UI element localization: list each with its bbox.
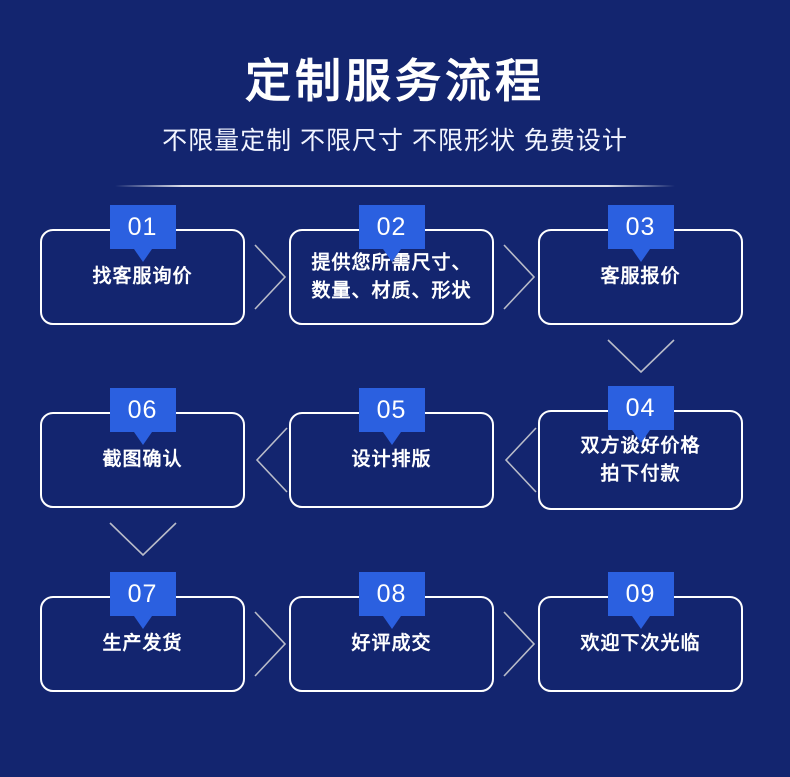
step-label-09: 欢迎下次光临 <box>580 633 701 655</box>
step-box-07[interactable]: 07 生产发货 <box>40 572 245 692</box>
step-box-01[interactable]: 01 找客服询价 <box>40 205 245 325</box>
step-label-02: 提供您所需尺寸、 数量、材质、形状 <box>311 252 472 301</box>
step-box-02[interactable]: 02 提供您所需尺寸、 数量、材质、形状 <box>289 205 494 325</box>
step-label-06: 截图确认 <box>102 449 183 471</box>
chevron-left-icon-05-06 <box>253 426 289 494</box>
step-box-09[interactable]: 09 欢迎下次光临 <box>538 572 743 692</box>
step-box-05[interactable]: 05 设计排版 <box>289 388 494 508</box>
step-label-07: 生产发货 <box>102 633 183 655</box>
header: 定制服务流程 不限量定制 不限尺寸 不限形状 免费设计 <box>0 0 790 157</box>
step-badge-07: 07 <box>109 572 176 616</box>
chevron-right-icon-01-02 <box>253 243 289 311</box>
page-subtitle: 不限量定制 不限尺寸 不限形状 免费设计 <box>162 127 628 156</box>
chevron-right-icon-08-09 <box>502 610 538 678</box>
chevron-down-icon-03-04 <box>606 338 676 376</box>
step-label-05: 设计排版 <box>351 449 432 471</box>
step-badge-05: 05 <box>358 388 425 432</box>
step-label-08: 好评成交 <box>351 633 432 655</box>
step-badge-09: 09 <box>607 572 674 616</box>
step-badge-03: 03 <box>607 205 674 249</box>
step-badge-06: 06 <box>109 388 176 432</box>
step-label-01: 找客服询价 <box>92 266 193 288</box>
header-divider <box>115 185 675 187</box>
page-title: 定制服务流程 <box>245 55 545 107</box>
step-badge-01: 01 <box>109 205 176 249</box>
step-box-03[interactable]: 03 客服报价 <box>538 205 743 325</box>
step-badge-04: 04 <box>607 386 674 430</box>
chevron-down-icon-06-07 <box>108 521 178 559</box>
chevron-right-icon-07-08 <box>253 610 289 678</box>
chevron-right-icon-02-03 <box>502 243 538 311</box>
step-box-08[interactable]: 08 好评成交 <box>289 572 494 692</box>
step-box-04[interactable]: 04 双方谈好价格 拍下付款 <box>538 386 743 510</box>
step-badge-08: 08 <box>358 572 425 616</box>
step-label-04: 双方谈好价格 拍下付款 <box>580 435 701 484</box>
step-box-06[interactable]: 06 截图确认 <box>40 388 245 508</box>
step-label-03: 客服报价 <box>600 266 681 288</box>
chevron-left-icon-04-05 <box>502 426 538 494</box>
step-badge-02: 02 <box>358 205 425 249</box>
